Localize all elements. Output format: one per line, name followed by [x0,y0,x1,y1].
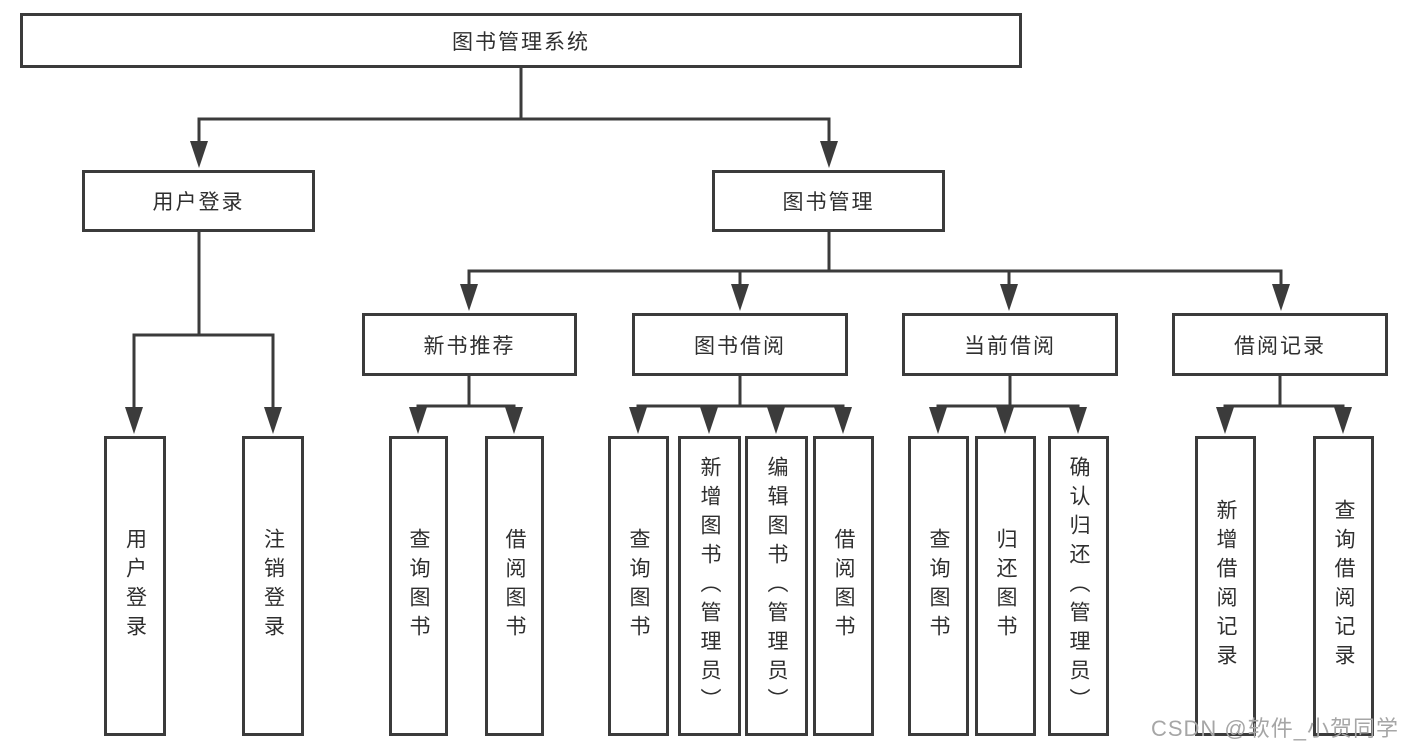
leaf-borrow-books-borrow: 借阅图书 [813,436,874,736]
node-borrowing-records: 借阅记录 [1172,313,1388,376]
node-label: 借阅记录 [1234,334,1326,358]
leaf-return-books: 归还图书 [975,436,1036,736]
node-label: 用户登录 [152,191,245,214]
node-book-management: 图书管理 [712,170,945,232]
node-new-book-recommendation: 新书推荐 [362,313,577,376]
leaf-query-books-borrow: 查询图书 [608,436,669,736]
node-label: 借阅图书 [832,528,855,644]
leaf-add-books-admin: 新增图书（管理员） [678,436,741,736]
node-label: 图书借阅 [694,334,786,358]
csdn-watermark: CSDN @软件_小贺同学 [1150,716,1399,741]
node-label: 用户登录 [123,528,147,644]
node-label: 归还图书 [994,528,1017,644]
leaf-add-borrow-record: 新增借阅记录 [1195,436,1256,736]
node-label: 借阅图书 [503,528,526,644]
node-current-borrowing: 当前借阅 [902,313,1118,376]
leaf-query-books-current: 查询图书 [908,436,969,736]
node-label: 新增图书（管理员） [698,455,721,717]
leaf-query-books-rec: 查询图书 [389,436,448,736]
leaf-user-login: 用户登录 [104,436,166,736]
node-label: 注销登录 [261,528,285,644]
node-label: 查询图书 [407,528,430,644]
node-book-borrowing: 图书借阅 [632,313,848,376]
node-label: 图书管理系统 [452,30,590,54]
node-label: 查询图书 [927,528,950,644]
node-label: 查询借阅记录 [1332,499,1355,673]
node-label: 编辑图书（管理员） [765,455,788,717]
node-label: 新书推荐 [423,334,516,358]
node-label: 查询图书 [627,528,650,644]
node-user-login: 用户登录 [82,170,315,232]
leaf-query-borrow-record: 查询借阅记录 [1313,436,1374,736]
leaf-logout: 注销登录 [242,436,304,736]
leaf-confirm-return-admin: 确认归还（管理员） [1048,436,1109,736]
node-library-system-root: 图书管理系统 [20,13,1022,68]
leaf-edit-books-admin: 编辑图书（管理员） [745,436,808,736]
leaf-borrow-books-rec: 借阅图书 [485,436,544,736]
node-label: 图书管理 [782,191,875,214]
node-label: 新增借阅记录 [1214,499,1237,673]
node-label: 确认归还（管理员） [1067,455,1090,717]
node-label: 当前借阅 [964,334,1056,358]
